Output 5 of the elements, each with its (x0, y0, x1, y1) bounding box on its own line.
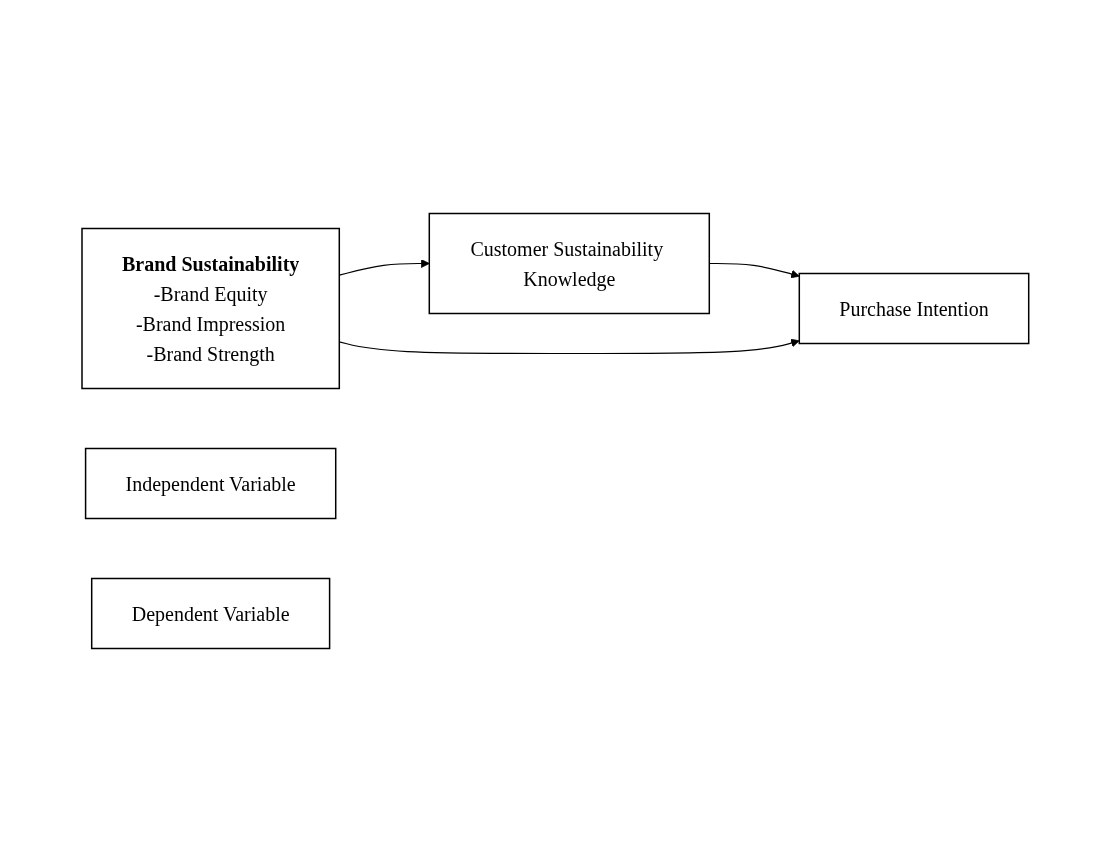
node-box: Brand Sustainability -Brand Equity -Brand Impression -Brand Strength (81, 227, 341, 390)
node-box: Independent Variable (85, 447, 337, 520)
node-box: Purchase Intention (798, 272, 1030, 345)
node-box: Dependent Variable (91, 577, 331, 650)
node-box: Customer Sustainability Knowledge (428, 212, 711, 315)
